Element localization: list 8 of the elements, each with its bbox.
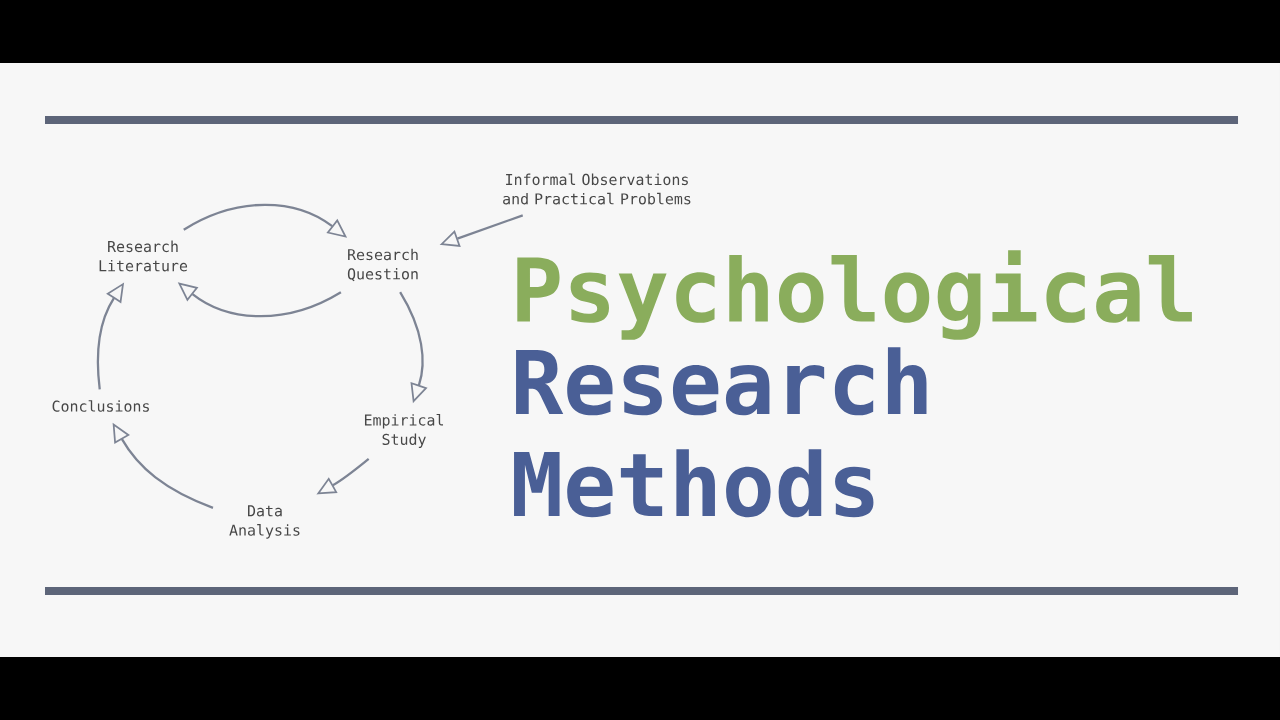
step-label: Research Literature xyxy=(99,240,188,272)
step-label: Empirical Study xyxy=(365,414,443,448)
title-text: Research Methods xyxy=(514,347,927,518)
step-label: Research Question xyxy=(347,248,418,282)
step-label: Data Analysis xyxy=(229,505,300,539)
step-label: Informal Observations and Practical Problems xyxy=(503,173,691,205)
step-label: Conclusions xyxy=(52,400,149,412)
title-text: Psychological xyxy=(517,250,1192,340)
